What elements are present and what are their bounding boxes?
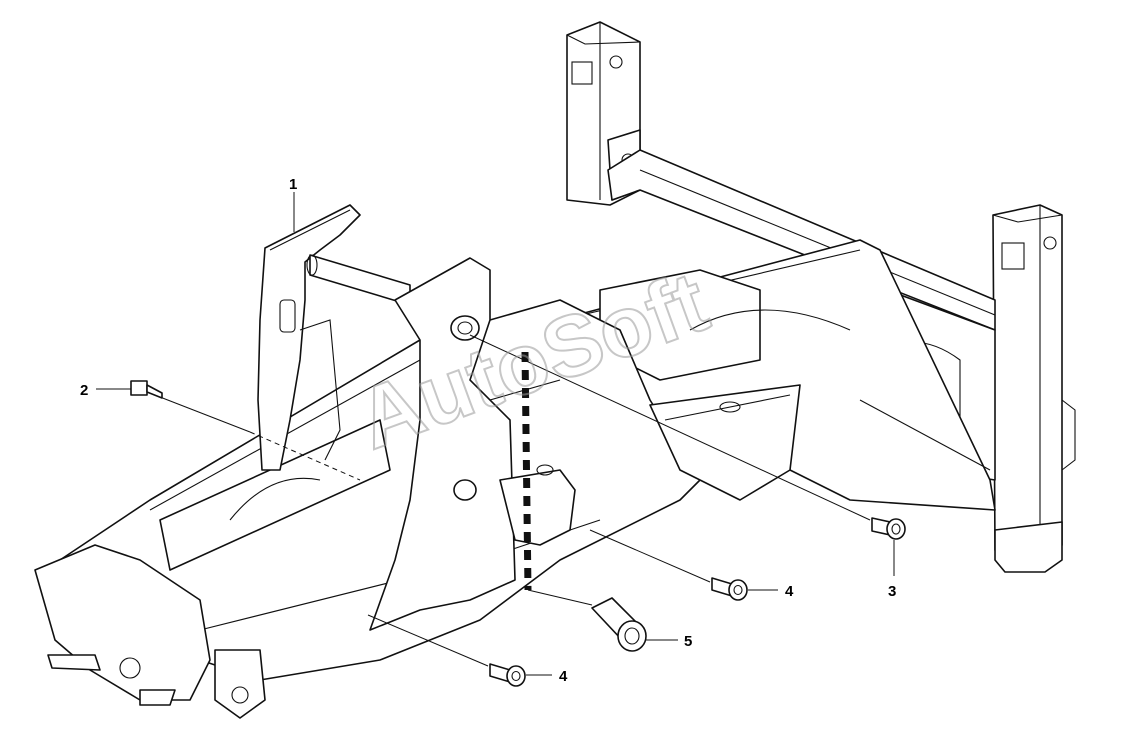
left-arm-plate [257, 204, 361, 471]
callout-4-upper: 4 [785, 583, 794, 600]
section-break-line [521, 351, 532, 591]
callout-5: 5 [684, 633, 692, 650]
callout-3: 3 [888, 583, 896, 600]
callout-4-lower: 4 [559, 668, 568, 685]
callout-leaders [96, 192, 895, 676]
right-arm-plate [369, 257, 516, 631]
mount-bracket [649, 384, 801, 501]
bushing-item-5 [591, 597, 647, 652]
front-end-bracket [34, 544, 266, 719]
cross-tube [306, 254, 411, 306]
bolt-item-3 [871, 517, 906, 540]
bolt-item-2 [130, 380, 163, 399]
bolt-item-4-upper [711, 577, 748, 601]
callout-1: 1 [289, 176, 297, 193]
rear-right-post [992, 204, 1076, 573]
center-bracket [499, 464, 576, 546]
bolt-item-4-lower [489, 663, 526, 687]
callout-2: 2 [80, 382, 88, 399]
assembly-guide-lines [159, 334, 871, 667]
